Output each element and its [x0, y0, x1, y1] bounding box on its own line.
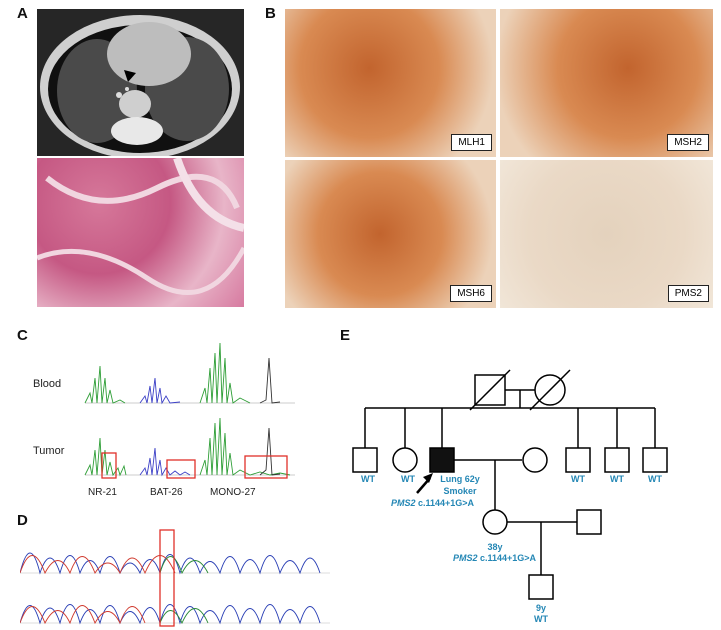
- pedigree-uncle-2: [565, 447, 591, 473]
- ihc-label-msh2: MSH2: [667, 134, 709, 151]
- pedigree-grandchild: [528, 574, 554, 600]
- msi-marker-bat26: BAT-26: [150, 487, 183, 498]
- pedigree-son-in-law: [576, 509, 602, 535]
- ct-scan-image: [37, 9, 244, 156]
- msi-highlight-mono27: [244, 455, 288, 479]
- label-daughter-variant: PMS2 c.1144+1G>A: [422, 553, 567, 564]
- ihc-image-msh2: MSH2: [500, 9, 713, 157]
- label-grandchild-status: WT: [534, 614, 548, 624]
- label-proband-age: Lung 62y: [440, 474, 480, 484]
- pedigree-aunt-1: [392, 447, 418, 473]
- msi-row-label-tumor: Tumor: [33, 445, 65, 457]
- label-uncle3-status: WT: [610, 474, 624, 484]
- he-histology-image: [37, 158, 244, 307]
- ihc-label-mlh1: MLH1: [451, 134, 492, 151]
- variant-name: c.1144+1G>A: [417, 498, 475, 508]
- ihc-image-pms2: PMS2: [500, 160, 713, 308]
- panel-label-d: D: [17, 512, 28, 529]
- label-aunt1-status: WT: [401, 474, 415, 484]
- ihc-image-mlh1: MLH1: [285, 9, 496, 157]
- panel-label-b: B: [265, 5, 276, 22]
- ihc-label-pms2: PMS2: [667, 285, 709, 302]
- pedigree-proband: [429, 447, 455, 473]
- sanger-sequencing-traces: [20, 529, 330, 627]
- panel-label-a: A: [17, 5, 28, 22]
- sanger-variant-highlight: [159, 529, 175, 627]
- label-uncle1-status: WT: [361, 474, 375, 484]
- pedigree-uncle-4: [642, 447, 668, 473]
- family-pedigree: [352, 369, 668, 600]
- msi-row-label-blood: Blood: [33, 378, 62, 390]
- proband-arrow: [423, 473, 433, 483]
- gene-name: PMS2: [452, 553, 478, 563]
- ihc-image-msh6: MSH6: [285, 160, 496, 308]
- label-daughter-age: 38y: [487, 542, 503, 552]
- msi-highlight-bat26: [166, 459, 196, 479]
- label-proband-smoker: Smoker: [443, 486, 477, 496]
- variant-name: c.1144+1G>A: [479, 553, 537, 563]
- pedigree-uncle-1: [352, 447, 378, 473]
- label-grandchild-age: 9y: [535, 603, 546, 613]
- arrowhead-marker: [124, 70, 136, 82]
- pedigree-uncle-3: [604, 447, 630, 473]
- msi-marker-nr21: NR-21: [88, 487, 117, 498]
- panel-label-e: E: [340, 327, 351, 344]
- label-uncle2-status: WT: [571, 474, 585, 484]
- msi-marker-mono27: MONO-27: [210, 487, 256, 498]
- panel-label-c: C: [17, 327, 28, 344]
- msi-highlight-nr21: [101, 452, 117, 479]
- ihc-label-msh6: MSH6: [450, 285, 492, 302]
- pedigree-spouse: [522, 447, 548, 473]
- gene-name: PMS2: [390, 498, 416, 508]
- pedigree-daughter: [482, 509, 508, 535]
- msi-electropherograms: [84, 342, 295, 479]
- label-uncle4-status: WT: [648, 474, 662, 484]
- label-proband-variant: PMS2 c.1144+1G>A: [360, 498, 505, 509]
